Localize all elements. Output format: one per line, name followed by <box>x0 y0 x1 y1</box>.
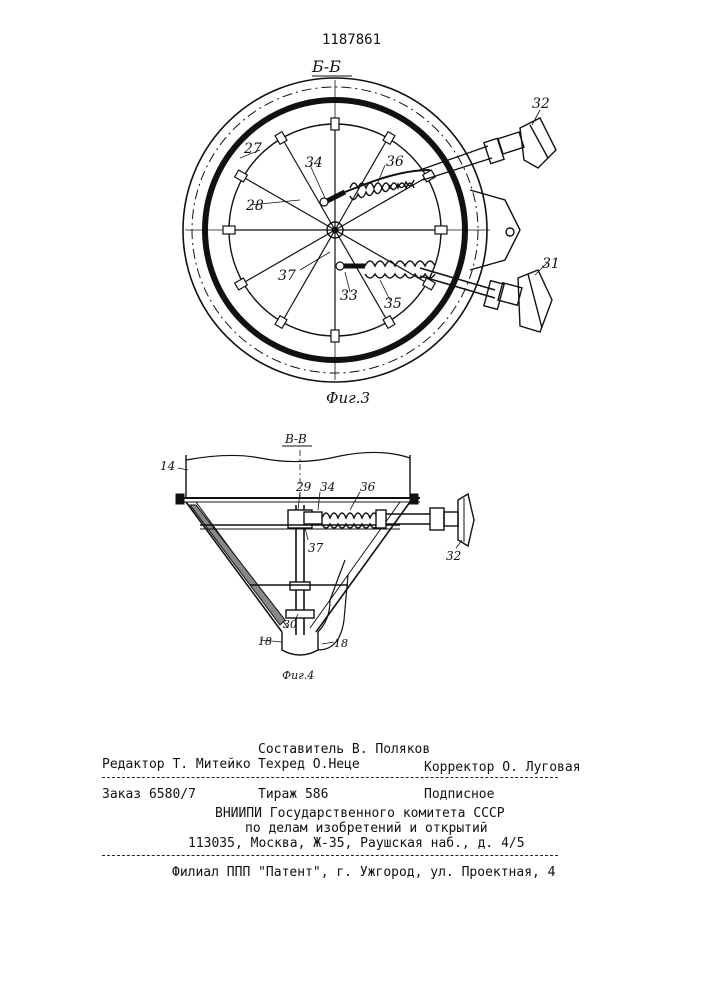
label-36: 36 <box>386 154 404 170</box>
compiler-line: Составитель В. Поляков <box>258 742 430 757</box>
label-36: 36 <box>360 480 376 494</box>
label-18-right: 18 <box>334 637 348 650</box>
section-label-vv: В-В <box>284 432 307 446</box>
label-29: 29 <box>295 480 312 494</box>
label-18-left: 18 <box>258 635 272 648</box>
branch-line: Филиал ППП "Патент", г. Ужгород, ул. Про… <box>172 865 556 880</box>
figure-3 <box>183 78 556 382</box>
divider-2 <box>102 855 558 856</box>
label-37: 37 <box>308 541 324 555</box>
label-34: 34 <box>320 480 335 494</box>
label-14: 14 <box>160 459 175 473</box>
label-35: 35 <box>384 296 402 312</box>
label-37: 37 <box>278 268 296 284</box>
label-34: 34 <box>305 155 323 171</box>
circulation-line: Тираж 586 <box>258 787 328 802</box>
label-27: 27 <box>243 141 262 157</box>
divider-1 <box>102 777 558 778</box>
org-line-2: по делам изобретений и открытий <box>245 821 488 836</box>
section-label-bb: Б-Б <box>311 57 341 76</box>
figure-4-caption: Фиг.4 <box>282 669 314 682</box>
label-31: 31 <box>542 256 560 272</box>
label-33: 33 <box>340 288 358 304</box>
label-32: 32 <box>532 96 550 112</box>
order-line: Заказ 6580/7 <box>102 787 196 802</box>
figure-3-caption: Фиг.3 <box>326 389 370 407</box>
label-30: 30 <box>283 618 297 631</box>
subscription-line: Подписное <box>424 787 494 802</box>
org-line-1: ВНИИПИ Государственного комитета СССР <box>215 806 505 821</box>
lower-spring <box>365 261 435 266</box>
editor-line: Редактор Т. Митейко <box>102 757 251 772</box>
label-32: 32 <box>446 549 461 563</box>
techred-line: Техред О.Неце <box>258 757 360 772</box>
actuator-31 <box>484 270 552 332</box>
org-address: 113035, Москва, Ж-35, Раушская наб., д. … <box>188 836 525 851</box>
label-28: 28 <box>245 198 264 214</box>
corrector-line: Корректор О. Луговая <box>424 760 581 775</box>
